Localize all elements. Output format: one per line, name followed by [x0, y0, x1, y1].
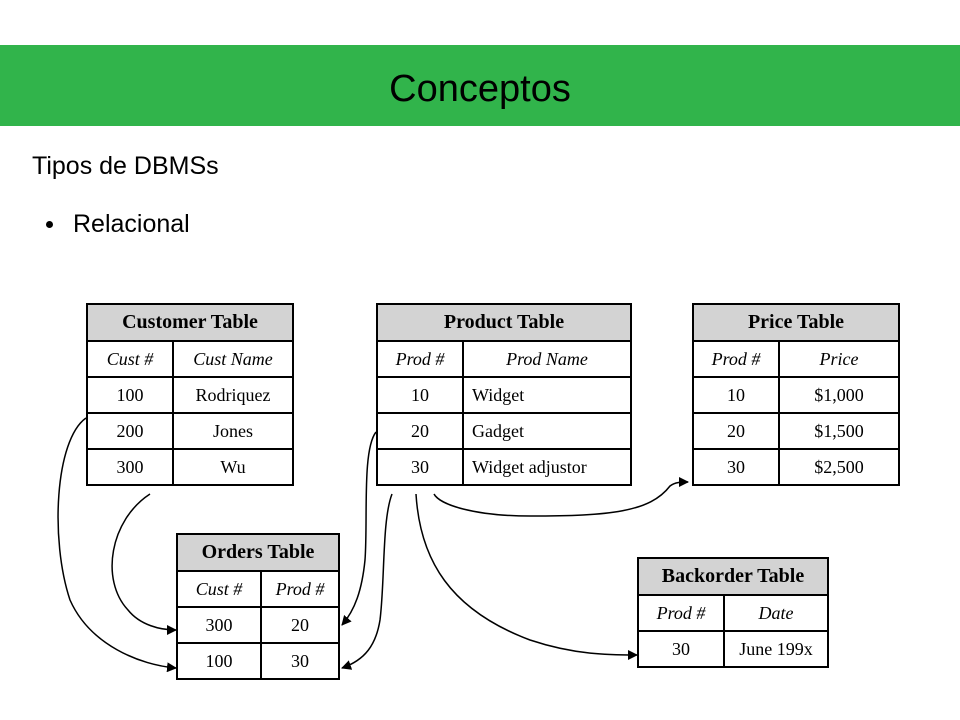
table-cell: 100	[86, 376, 174, 414]
table-cell: 10	[376, 376, 464, 414]
product-header-prod-num: Prod #	[376, 340, 464, 378]
table-row: 10 $1,000	[692, 376, 900, 414]
table-cell: Widget	[462, 376, 632, 414]
table-cell: Rodriquez	[172, 376, 294, 414]
table-row: 30 Widget adjustor	[376, 448, 632, 486]
backorder-header-prod-num: Prod #	[637, 594, 725, 632]
table-cell: $2,500	[778, 448, 900, 486]
price-table: Price Table Prod # Price 10 $1,000 20 $1…	[692, 303, 900, 486]
table-cell: 300	[86, 448, 174, 486]
slide-title: Conceptos	[389, 68, 571, 110]
table-cell: Wu	[172, 448, 294, 486]
table-cell: 20	[692, 412, 780, 450]
backorder-table: Backorder Table Prod # Date 30 June 199x	[637, 557, 829, 668]
slide-subtitle: Tipos de DBMSs	[32, 152, 219, 180]
table-row: 30 June 199x	[637, 630, 829, 668]
table-cell: Gadget	[462, 412, 632, 450]
product-table: Product Table Prod # Prod Name 10 Widget…	[376, 303, 632, 486]
table-row: 300 20	[176, 606, 340, 644]
table-row: 100 Rodriquez	[86, 376, 294, 414]
table-cell: 100	[176, 642, 262, 680]
product-table-title: Product Table	[376, 303, 632, 342]
arrow-product-20-to-orders	[341, 431, 377, 626]
arrow-product-30-to-backorder	[415, 493, 638, 660]
price-header-price: Price	[778, 340, 900, 378]
table-cell: 30	[692, 448, 780, 486]
orders-header-cust-num: Cust #	[176, 570, 262, 608]
title-bar: Conceptos	[0, 45, 960, 126]
table-cell: $1,000	[778, 376, 900, 414]
arrow-customer-100-to-orders	[57, 417, 177, 673]
table-row: 300 Wu	[86, 448, 294, 486]
table-cell: Widget adjustor	[462, 448, 632, 486]
table-cell: 300	[176, 606, 262, 644]
table-cell: 30	[376, 448, 464, 486]
table-cell: June 199x	[723, 630, 829, 668]
price-header-prod-num: Prod #	[692, 340, 780, 378]
orders-header-prod-num: Prod #	[260, 570, 340, 608]
table-row: 20 Gadget	[376, 412, 632, 450]
orders-table: Orders Table Cust # Prod # 300 20 100 30	[176, 533, 340, 680]
bullet-text: Relacional	[73, 210, 190, 238]
table-cell: 10	[692, 376, 780, 414]
customer-header-cust-num: Cust #	[86, 340, 174, 378]
table-row: 100 30	[176, 642, 340, 680]
table-row: 200 Jones	[86, 412, 294, 450]
table-cell: Jones	[172, 412, 294, 450]
product-header-prod-name: Prod Name	[462, 340, 632, 378]
table-cell: 20	[260, 606, 340, 644]
arrow-product-30-to-price	[433, 477, 689, 517]
backorder-header-date: Date	[723, 594, 829, 632]
price-table-title: Price Table	[692, 303, 900, 342]
bullet-item: Relacional	[46, 210, 190, 239]
table-cell: 30	[260, 642, 340, 680]
table-row: 20 $1,500	[692, 412, 900, 450]
bullet-dot-icon	[46, 221, 53, 228]
table-cell: 20	[376, 412, 464, 450]
table-row: 30 $2,500	[692, 448, 900, 486]
customer-table-title: Customer Table	[86, 303, 294, 342]
customer-header-cust-name: Cust Name	[172, 340, 294, 378]
table-cell: 200	[86, 412, 174, 450]
arrow-customer-300-to-orders	[111, 493, 177, 635]
table-cell: $1,500	[778, 412, 900, 450]
table-row: 10 Widget	[376, 376, 632, 414]
table-cell: 30	[637, 630, 725, 668]
backorder-table-title: Backorder Table	[637, 557, 829, 596]
orders-table-title: Orders Table	[176, 533, 340, 572]
arrow-product-30-to-orders	[341, 493, 393, 670]
customer-table: Customer Table Cust # Cust Name 100 Rodr…	[86, 303, 294, 486]
